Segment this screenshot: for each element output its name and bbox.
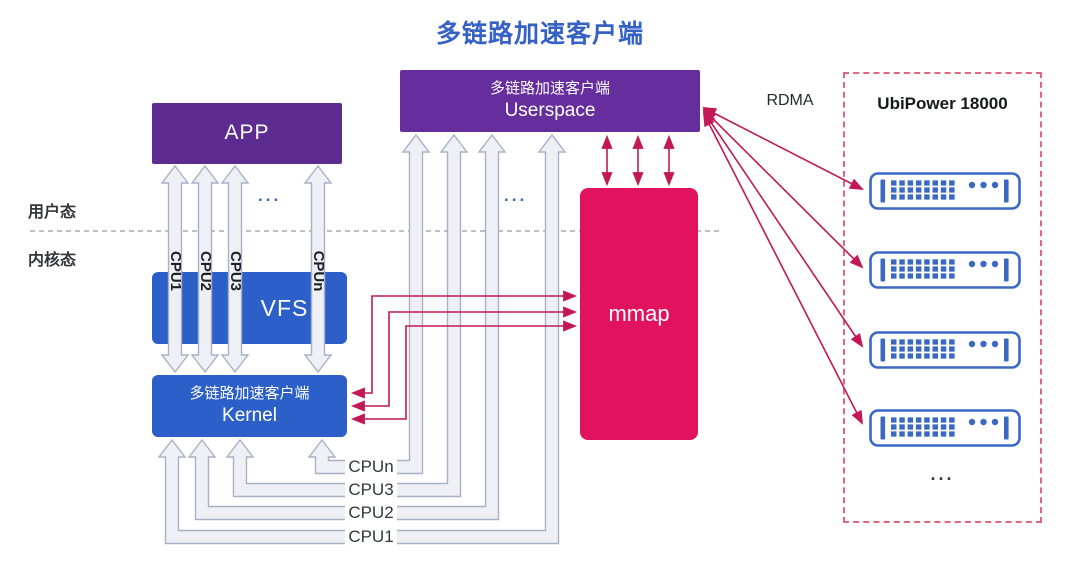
app-box-label: APP (224, 121, 270, 145)
cpu-loop-label: CPUn (345, 457, 397, 477)
more-servers-ellipsis: ... (930, 464, 955, 484)
cpu-vertical-label: CPU2 (197, 250, 214, 291)
app-box: APP (152, 103, 342, 164)
userspace-box-line1: 多链路加速客户端 (489, 79, 610, 97)
ubipower-title: UbiPower 18000 (877, 94, 1008, 113)
server-icon (869, 409, 1021, 447)
server-icon (869, 251, 1021, 289)
user-mode-label: 用户态 (28, 204, 77, 221)
rdma-label: RDMA (766, 92, 814, 109)
cpu-loop-label: CPU3 (345, 480, 397, 500)
cpu-vertical-label: CPU1 (167, 250, 184, 291)
rdma-arrows (702, 107, 864, 425)
mmap-box-label: mmap (608, 301, 670, 327)
cpu-loop-label: CPU1 (345, 527, 397, 547)
kernel-box: 多链路加速客户端 Kernel (152, 375, 347, 437)
cpu-vertical-label: CPU3 (227, 250, 244, 291)
kernel-mode-label: 内核态 (28, 252, 77, 269)
userspace-mmap-arrows (601, 134, 675, 187)
vfs-box-label: VFS (260, 294, 309, 321)
diagram-title: 多链路加速客户端 (435, 20, 644, 48)
kernel-box-line1: 多链路加速客户端 (189, 384, 310, 402)
cpu-arrows-ellipsis: ... (258, 186, 282, 205)
server-icon (869, 331, 1021, 369)
server-icon (869, 172, 1021, 210)
userspace-box: 多链路加速客户端 Userspace (400, 70, 700, 132)
loop-arrows-ellipsis: ... (504, 186, 528, 205)
kernel-box-line2: Kernel (222, 404, 277, 426)
cpu-vertical-label: CPUn (310, 250, 327, 292)
ubipower-cluster-box: UbiPower 18000 ... (843, 72, 1042, 523)
cpu-loop-label: CPU2 (345, 503, 397, 523)
mmap-box: mmap (580, 188, 698, 440)
userspace-box-line2: Userspace (504, 99, 596, 121)
kernel-mmap-arrows (350, 290, 578, 425)
